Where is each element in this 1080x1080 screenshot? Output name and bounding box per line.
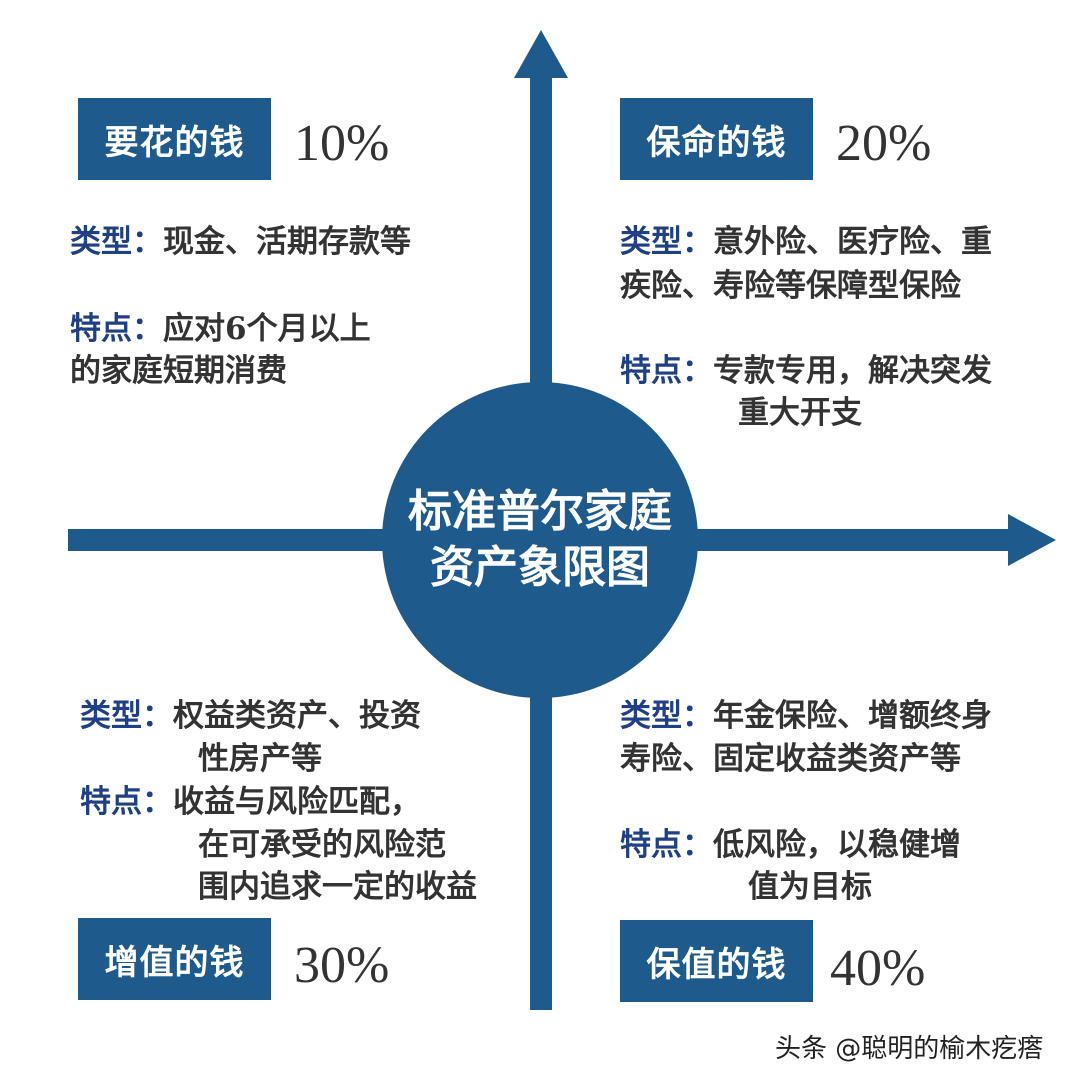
feature-row: 特点：专款专用，解决突发 — [620, 356, 992, 387]
horizontal-arrowhead — [1008, 514, 1056, 566]
quadrant-percent: 10% — [294, 115, 390, 172]
feature-text: 在可承受的风险范 — [198, 827, 446, 863]
feature-text: 的家庭短期消费 — [70, 353, 287, 389]
type-label: 类型： — [80, 698, 173, 734]
feature-text: 低风险，以稳健增 — [713, 827, 961, 863]
feature-text: 专款专用，解决突发 — [713, 353, 992, 389]
feature-row: 特点：收益与风险匹配， — [80, 787, 421, 818]
type-row: 类型：现金、活期存款等 — [70, 227, 411, 258]
quadrant-name-box: 保命的钱 — [620, 98, 813, 180]
type-text: 现金、活期存款等 — [163, 224, 411, 260]
center-title-line1: 标准普尔家庭 — [408, 486, 672, 537]
feature-text: 重大开支 — [738, 395, 862, 431]
type-row: 类型：年金保险、增额终身 — [620, 701, 992, 732]
quadrant-percent: 20% — [836, 115, 932, 172]
center-title-circle: 标准普尔家庭 资产象限图 — [382, 382, 698, 698]
type-label: 类型： — [620, 224, 713, 260]
center-title-line2: 资产象限图 — [430, 542, 650, 593]
type-row: 类型：权益类资产、投资 — [80, 701, 421, 732]
feature-text: 值为目标 — [748, 869, 872, 905]
type-text: 权益类资产、投资 — [173, 698, 421, 734]
quadrant-name-box: 要花的钱 — [78, 98, 271, 180]
quadrant-name-box: 保值的钱 — [620, 920, 813, 1002]
quadrant-percent: 30% — [294, 937, 390, 994]
feature-row: 特点：应对6个月以上 — [70, 314, 371, 345]
feature-text: 围内追求一定的收益 — [198, 869, 477, 905]
type-text: 意外险、医疗险、重 — [713, 224, 992, 260]
type-text: 年金保险、增额终身 — [713, 698, 992, 734]
feature-row: 特点：低风险，以稳健增 — [620, 830, 961, 861]
type-text: 疾险、寿险等保障型保险 — [620, 268, 961, 304]
feature-text: 收益与风险匹配， — [173, 784, 421, 820]
feature-label: 特点： — [70, 311, 163, 347]
type-text: 性房产等 — [198, 741, 322, 777]
feature-text: 应对6个月以上 — [163, 311, 371, 347]
type-label: 类型： — [620, 698, 713, 734]
quadrant-percent: 40% — [830, 940, 926, 997]
feature-label: 特点： — [620, 827, 713, 863]
type-label: 类型： — [70, 224, 163, 260]
type-row: 类型：意外险、医疗险、重 — [620, 227, 992, 258]
vertical-arrowhead — [514, 30, 568, 78]
quadrant-name-box: 增值的钱 — [78, 918, 271, 1000]
feature-label: 特点： — [620, 353, 713, 389]
type-text: 寿险、固定收益类资产等 — [620, 741, 961, 777]
watermark: 头条 @聪明的榆木疙瘩 — [775, 1034, 1044, 1064]
feature-label: 特点： — [80, 784, 173, 820]
